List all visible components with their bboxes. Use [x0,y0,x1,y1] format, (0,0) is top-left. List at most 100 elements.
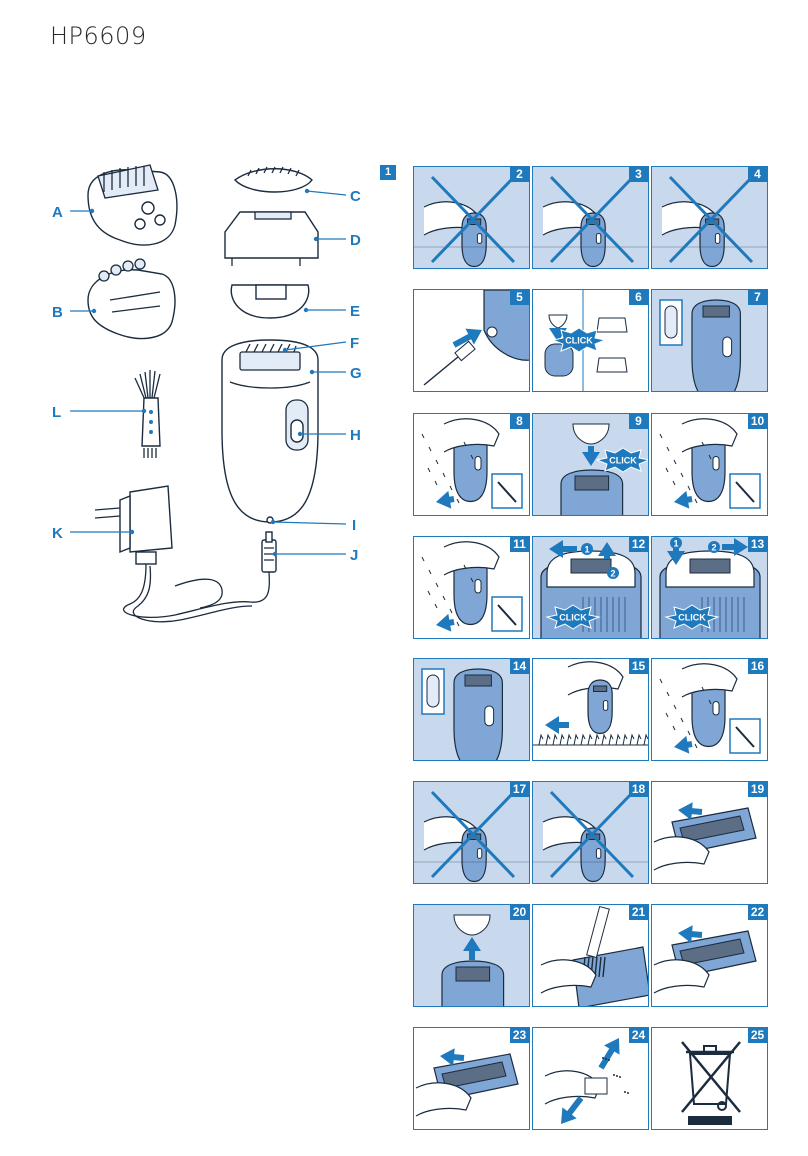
label-k: K [52,525,135,542]
part-a-attachment [87,164,178,246]
step-number: 14 [510,659,529,674]
step-illustration [681,1041,741,1125]
step-illustration [415,1048,519,1117]
click-text: CLICK [678,613,706,623]
step-illustration [421,418,523,509]
part-e-guard [230,284,310,319]
parts-diagram: A B C D E F G H I J K L [52,164,362,623]
step-number: 4 [748,167,767,182]
svg-text:B: B [52,304,63,321]
step-illustration [421,668,503,760]
label-j: J [272,547,358,564]
step-number: 5 [510,290,529,305]
step-illustration [652,175,767,268]
label-e: E [303,303,360,320]
step-panel-17: 17 [413,781,530,884]
sequence-marker: 1 [673,539,678,549]
step-number: 10 [748,414,767,429]
step-illustration [421,541,523,632]
step-panel-23: 23 [413,1027,530,1130]
step-panel-3: 3 [532,166,649,269]
step-panel-24: 24 [532,1027,649,1130]
step-illustration [544,1038,629,1124]
sequence-marker: 2 [610,569,615,579]
click-burst-icon: CLICK [595,447,648,473]
svg-text:D: D [350,232,361,249]
step-illustration [414,790,529,883]
step-number: 11 [510,537,529,552]
step-number: 2 [510,167,529,182]
step-panel-10: 10 [651,413,768,516]
part-k-adapter [94,485,173,565]
step-number: 8 [510,414,529,429]
step-panel-14: 14 [413,658,530,761]
click-burst-icon: CLICK [551,327,607,353]
step-illustration [659,418,761,509]
step-panel-22: 22 [651,904,768,1007]
step-number: 21 [629,905,648,920]
part-l-brush [134,370,161,458]
label-a: A [52,204,95,221]
label-i: I [270,517,356,534]
step-number: 7 [748,290,767,305]
click-text: CLICK [559,613,587,623]
step-illustration [653,802,757,871]
svg-text:I: I [352,517,356,534]
svg-text:C: C [350,188,361,205]
svg-text:E: E [350,303,360,320]
step-panel-19: 19 [651,781,768,884]
step-panel-11: 11 [413,536,530,639]
step-illustration [533,661,648,746]
svg-text:A: A [52,204,63,221]
click-burst-icon: CLICK [545,604,601,630]
step-illustration [414,175,529,268]
svg-text:J: J [350,547,358,564]
svg-text:L: L [52,404,61,421]
step-illustration [533,175,648,268]
step-number: 22 [748,905,767,920]
label-h: H [297,427,361,444]
model-number: HP6609 [50,22,147,50]
svg-text:H: H [350,427,361,444]
step-illustration [533,790,648,883]
step-panel-20: 20 [413,904,530,1007]
label-g: G [309,365,362,382]
part-d-head [224,211,319,259]
step-number: 12 [629,537,648,552]
label-f: F [282,335,359,353]
step-number: 9 [629,414,648,429]
part-j-plug [261,531,277,573]
step-panel-4: 4 [651,166,768,269]
step-illustration [441,914,505,1006]
step-illustration [423,290,529,386]
step-panel-25: 25 [651,1027,768,1130]
step-number: 13 [748,537,767,552]
step-number: 3 [629,167,648,182]
step-number: 20 [510,905,529,920]
step-illustration: CLICK [544,290,628,391]
label-d: D [313,232,361,249]
step-panel-8: 8 [413,413,530,516]
step-number: 19 [748,782,767,797]
step-panel-5: 5 [413,289,530,392]
label-l: L [52,404,147,421]
step-panel-2: 2 [413,166,530,269]
part-c-cap [233,168,313,193]
step-panel-9: CLICK 9 [532,413,649,516]
step-number: 16 [748,659,767,674]
step-number: 25 [748,1028,767,1043]
step-number: 23 [510,1028,529,1043]
part-b-attachment [87,258,176,340]
click-text: CLICK [609,456,637,466]
label-b: B [52,304,97,321]
step-illustration [659,299,741,391]
label-c: C [304,188,361,205]
step-illustration [653,925,757,994]
step-number: 18 [629,782,648,797]
step-number: 24 [629,1028,648,1043]
click-burst-icon: CLICK [664,604,720,630]
